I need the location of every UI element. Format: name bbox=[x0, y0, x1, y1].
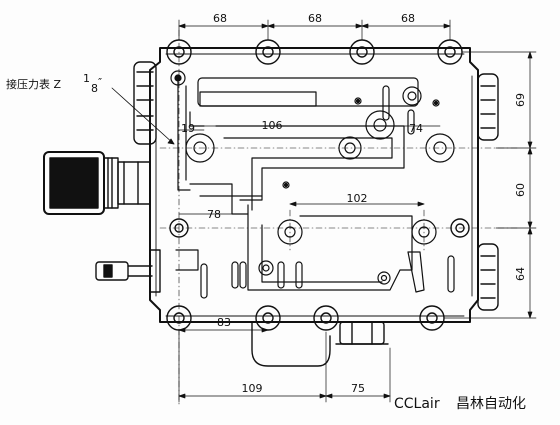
left-solenoid-coil bbox=[43, 151, 151, 215]
dim-top-1: 68 bbox=[213, 12, 227, 25]
dim-inner-78: 78 bbox=[207, 208, 221, 221]
watermark-latin: CCLair bbox=[394, 396, 440, 412]
dim-right-2: 60 bbox=[514, 183, 527, 197]
dim-bottom-75: 75 bbox=[351, 382, 365, 395]
gauge-label-numerator: 1 bbox=[83, 72, 90, 85]
dim-top-3: 68 bbox=[401, 12, 415, 25]
pressure-gauge-label: 接压力表 Z 1 8 ″ bbox=[6, 72, 102, 95]
dim-inner-83: 83 bbox=[217, 316, 231, 329]
gauge-leader bbox=[111, 87, 175, 145]
dim-bottom-109: 109 bbox=[242, 382, 263, 395]
centerlines bbox=[159, 29, 521, 405]
dim-inner-102: 102 bbox=[347, 192, 368, 205]
dim-inner-19: 19 bbox=[181, 122, 195, 135]
bottom-neck bbox=[251, 321, 331, 367]
left-gauge-port bbox=[133, 61, 157, 145]
gauge-label-tail: ″ bbox=[98, 76, 102, 89]
gauge-label-denominator: 8 bbox=[91, 82, 98, 95]
dim-right-3: 64 bbox=[514, 267, 527, 281]
left-shaft bbox=[95, 249, 161, 293]
watermark: CCLair 昌林自动化 bbox=[394, 396, 526, 412]
body-outline bbox=[149, 47, 479, 323]
right-plug-upper bbox=[477, 73, 499, 141]
dim-inner-106: 106 bbox=[262, 119, 283, 132]
bottom-drain-plug bbox=[335, 321, 389, 345]
dim-top-2: 68 bbox=[308, 12, 322, 25]
internal-passages bbox=[170, 70, 455, 299]
dimension-lines bbox=[177, 19, 537, 403]
gauge-label-main: 接压力表 Z bbox=[6, 77, 61, 91]
dim-inner-74: 74 bbox=[409, 122, 423, 135]
dim-right-1: 69 bbox=[514, 93, 527, 107]
dimension-texts: 68 68 68 69 60 64 19 106 74 102 78 83 10… bbox=[181, 12, 527, 395]
right-plug-lower bbox=[477, 243, 499, 311]
watermark-cjk: 昌林自动化 bbox=[456, 396, 526, 412]
